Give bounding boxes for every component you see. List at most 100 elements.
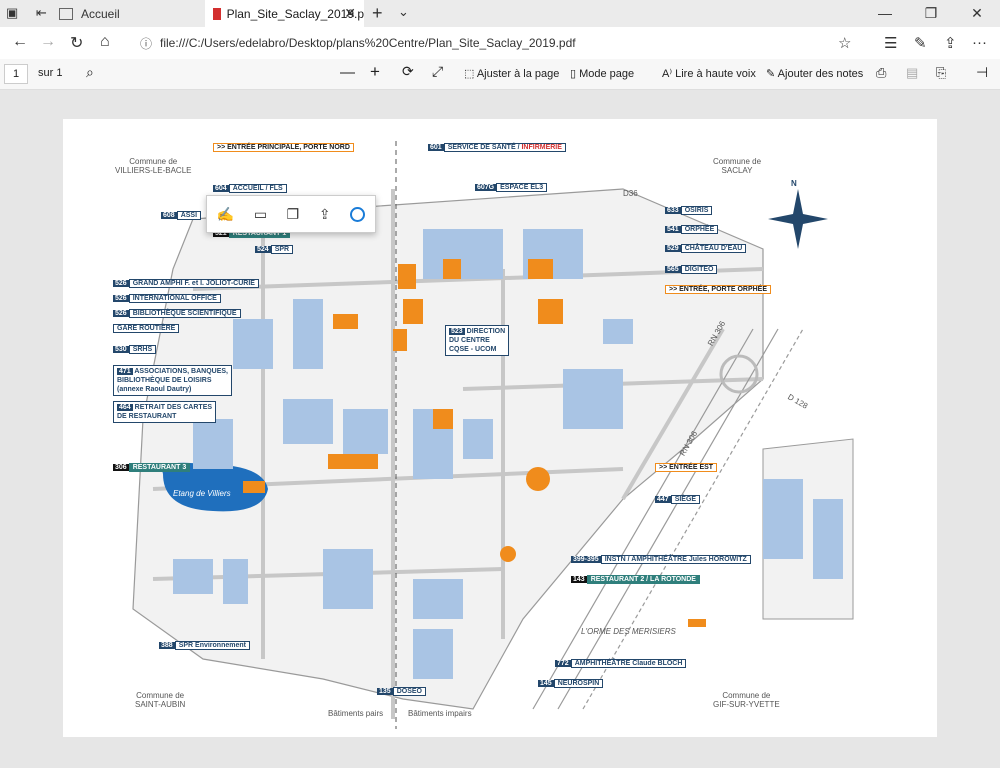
rotate-icon[interactable]: ⟳ <box>402 63 414 79</box>
copy-icon[interactable]: ❐ <box>286 205 300 222</box>
etang-de-villiers <box>162 462 268 512</box>
pen-note-icon: ✎ <box>766 68 778 80</box>
page-number: 1 <box>12 68 20 80</box>
share-icon[interactable]: ⇪ <box>318 205 331 222</box>
add-notes-label: Ajouter des notes <box>777 68 864 80</box>
zoom-in-icon[interactable]: + <box>370 62 380 81</box>
tab-label: Plan_Site_Saclay_2019.p <box>226 6 364 21</box>
pdf-toolbar: 1 sur 1 ⌕ — + ⟳ ⤢ ⬚ Ajuster à la page ▯ … <box>0 59 1000 90</box>
window-controls: — ❐ ✕ <box>862 0 1000 27</box>
minimize-icon[interactable]: — <box>878 5 892 21</box>
close-window-icon[interactable]: ✕ <box>971 5 983 21</box>
campus-map <box>132 141 854 729</box>
tab-label: Accueil <box>81 6 120 21</box>
orme-des-merisiers: L'ORME DES MERISIERS <box>581 627 676 636</box>
compass <box>768 189 828 249</box>
comment-icon[interactable]: ▭ <box>253 205 268 222</box>
pen-icon[interactable]: ✎ <box>914 35 927 52</box>
print-icon[interactable]: ⎙ <box>876 65 887 80</box>
url-text[interactable]: file:///C:/Users/edelabro/Desktop/plans%… <box>160 36 576 50</box>
tab-accueil[interactable]: Accueil <box>51 0 205 27</box>
page-mode-icon: ▯ <box>570 68 580 80</box>
fit-page-button[interactable]: ⬚ Ajuster à la page <box>464 67 559 80</box>
url-field[interactable]: ⓘ file:///C:/Users/edelabro/Desktop/plan… <box>140 31 860 55</box>
address-bar-row: ← → ↻ ⌂ ⓘ file:///C:/Users/edelabro/Desk… <box>0 27 1000 60</box>
back-tabs-icon[interactable]: ⇤ <box>35 5 47 20</box>
fullscreen-icon[interactable]: ⤢ <box>432 63 444 79</box>
road-d36: D36 <box>623 189 638 198</box>
etang-label: Etang de Villiers <box>173 489 231 498</box>
label-gare-routiere[interactable]: GARE ROUTIÈRE <box>113 324 180 333</box>
pin-toolbar-icon[interactable]: ⊣ <box>976 64 989 80</box>
share-icon[interactable]: ⇪ <box>944 35 957 52</box>
back-arrow-icon[interactable]: ← <box>12 33 28 50</box>
favorite-star-icon[interactable]: ☆ <box>838 35 852 52</box>
home-icon[interactable]: ⌂ <box>100 33 110 50</box>
tab-manager-icon[interactable]: ▣ <box>6 5 19 20</box>
tab-list-chevron-icon[interactable]: ⌄ <box>398 4 409 19</box>
new-tab-icon[interactable]: + <box>372 3 383 23</box>
selection-popup: ✍ ▭ ❐ ⇪ <box>206 195 376 233</box>
save-icon[interactable]: ▤ <box>906 65 919 80</box>
buildings-orange <box>243 259 706 627</box>
read-aloud-button[interactable]: A⁾ Lire à haute voix <box>662 67 756 80</box>
save-as-icon[interactable]: ⎘ <box>936 65 947 80</box>
page-mode-button[interactable]: ▯ Mode page <box>570 67 634 80</box>
highlight-icon[interactable]: ✍ <box>216 205 235 222</box>
read-aloud-label: Lire à haute voix <box>675 68 756 80</box>
refresh-icon[interactable]: ↻ <box>70 35 84 52</box>
cortana-icon[interactable] <box>350 206 366 222</box>
search-icon[interactable]: ⌕ <box>86 64 94 80</box>
compass-label: N <box>791 179 797 188</box>
close-tab-icon[interactable]: ✕ <box>344 5 356 21</box>
tab-pdf[interactable]: Plan_Site_Saclay_2019.p ✕ <box>205 0 364 27</box>
pdf-file-icon <box>213 7 221 20</box>
zoom-out-icon[interactable]: — <box>340 64 355 81</box>
more-icon[interactable]: ··· <box>972 34 987 51</box>
browser-tab-bar: ▣ ⇤ Accueil Plan_Site_Saclay_2019.p ✕ + … <box>0 0 1000 27</box>
label-entree-orphee[interactable]: >> ENTRÉE, PORTE ORPHÉE <box>665 285 772 294</box>
batiments-pairs: Bâtiments pairs <box>328 709 384 718</box>
add-notes-button[interactable]: ✎ Ajouter des notes <box>766 67 863 80</box>
info-icon[interactable]: ⓘ <box>140 36 153 51</box>
label-471[interactable]: 471 ASSOCIATIONS, BANQUES,BIBLIOTHÈQUE D… <box>113 365 232 396</box>
favorites-list-icon[interactable]: ☰ <box>884 35 898 52</box>
label-entree-nord[interactable]: >> ENTRÉE PRINCIPALE, PORTE NORD <box>213 143 354 152</box>
page-number-input[interactable]: 1 <box>4 64 28 84</box>
tab-actions[interactable]: ▣ ⇤ <box>6 5 47 21</box>
fit-page-label: Ajuster à la page <box>476 68 560 80</box>
forward-arrow-icon[interactable]: → <box>40 33 56 50</box>
restore-icon[interactable]: ❐ <box>924 5 938 21</box>
buildings-blue <box>173 229 843 679</box>
label-entree-est[interactable]: >> ENTRÉE EST <box>655 463 718 472</box>
page-mode-label: Mode page <box>579 68 635 80</box>
